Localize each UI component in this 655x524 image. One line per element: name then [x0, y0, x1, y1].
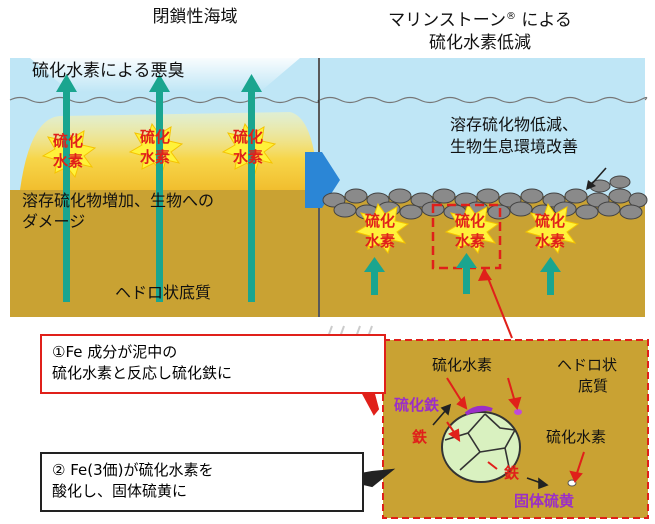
- right-title-line1: マリンストーン: [388, 10, 506, 31]
- callout-two: ② Fe(3価)が硫化水素を 酸化し、固体硫黄に: [40, 452, 364, 512]
- increase-line2: ダメージ: [22, 212, 86, 231]
- right-title-line2: 硫化水素低減: [429, 32, 531, 53]
- detail-sediment-line2: 底質: [578, 377, 609, 395]
- detail-h2s-right: 硫化水素: [546, 428, 607, 446]
- purple-dot: [514, 409, 522, 415]
- burst-label-2-line2: 水素: [140, 148, 171, 166]
- callout-one-line2: 硫化水素と反応し硫化鉄に: [52, 364, 233, 382]
- detail-black-arrows: [432, 403, 549, 490]
- odor-glow: [30, 58, 300, 92]
- transition-arrow: [305, 152, 340, 208]
- right-title: マリンストーン® による 硫化水素低減: [345, 6, 615, 54]
- increase-line1: 溶存硫化物増加、生物への: [22, 191, 215, 210]
- callout-two-line2: 酸化し、固体硫黄に: [52, 482, 188, 500]
- burst-label-1-line1: 硫化: [53, 132, 84, 150]
- burst-label-1-line2: 水素: [53, 152, 84, 170]
- right-water: [320, 58, 645, 196]
- left-title: 閉鎖性海域: [152, 7, 238, 27]
- detail-iron-b: 鉄: [504, 464, 520, 482]
- right-burst-1-line1: 硫化: [365, 212, 396, 230]
- right-bursts: [354, 202, 580, 255]
- detail-iron-a: 鉄: [412, 428, 428, 446]
- odor-label: 硫化水素による悪臭: [32, 61, 185, 81]
- right-burst-3-line2: 水素: [535, 232, 566, 250]
- callout-one: ①Fe 成分が泥中の 硫化水素と反応し硫化鉄に: [40, 334, 386, 394]
- right-burst-2-line2: 水素: [455, 232, 486, 250]
- detail-h2s-top: 硫化水素: [432, 356, 493, 374]
- left-sediment: [10, 190, 318, 317]
- improve-line2: 生物生息環境改善: [450, 137, 579, 156]
- detail-arrows: [446, 377, 585, 483]
- sediment-label: ヘドロ状底質: [115, 283, 212, 302]
- right-burst-3-line1: 硫化: [535, 212, 566, 230]
- burst-label-3-line2: 水素: [233, 148, 264, 166]
- right-surface-wave: [319, 96, 648, 104]
- focus-box: [431, 203, 502, 270]
- focus-connector-head: [478, 268, 492, 281]
- detail-sediment-line1: ヘドロ状: [557, 356, 618, 374]
- pebble-pointer: [589, 167, 607, 187]
- right-burst-1-line2: 水素: [365, 232, 396, 250]
- detail-solid-sulfur: 固体硫黄: [514, 492, 575, 510]
- improve-line1: 溶存硫化物低減、: [450, 115, 579, 134]
- left-arrows: [56, 74, 262, 302]
- callout-one-line1: ①Fe 成分が泥中の: [52, 343, 178, 361]
- right-burst-2-line1: 硫化: [455, 212, 486, 230]
- right-arrows: [364, 253, 561, 295]
- detail-iron-sulfide: 硫化鉄: [394, 396, 440, 414]
- registered-mark: ®: [505, 11, 516, 22]
- right-title-suffix: による: [515, 10, 572, 31]
- burst-label-2-line1: 硫化: [140, 128, 171, 146]
- callout-two-line1: ② Fe(3価)が硫化水素を: [52, 461, 214, 479]
- burst-label-3-line1: 硫化: [233, 128, 264, 146]
- stone-detail: [441, 405, 521, 483]
- sulfur-dot: [567, 479, 577, 487]
